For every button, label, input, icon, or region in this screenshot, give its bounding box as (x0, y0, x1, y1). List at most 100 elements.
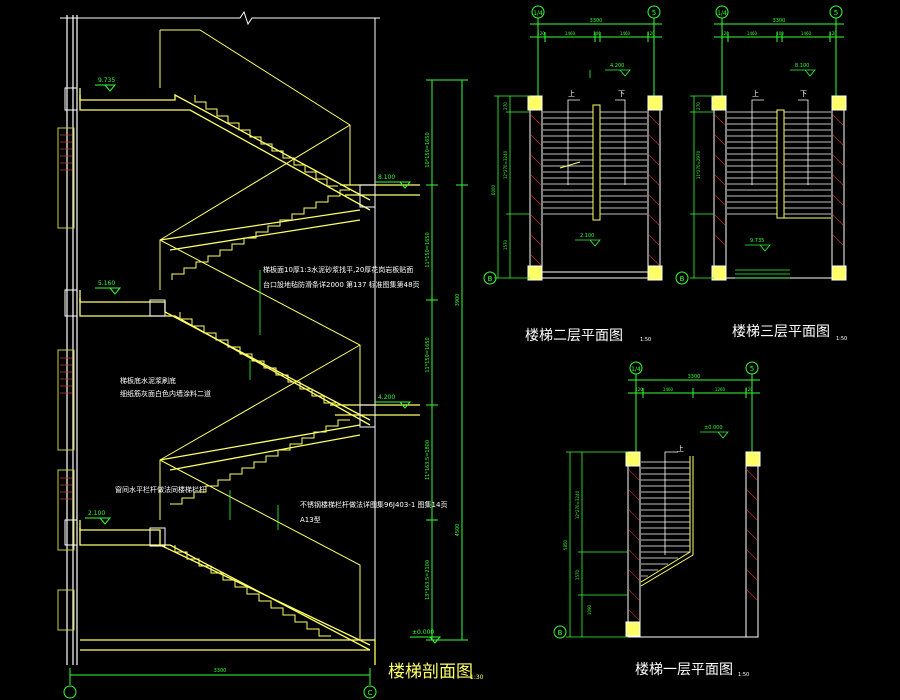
dim-text: 120 (537, 31, 545, 36)
dim-text: 1090 (587, 604, 592, 615)
plan3-title: 楼梯三层平面图 (732, 324, 830, 340)
level-0000: ±0.000 (412, 629, 434, 636)
section-scale: 1:30 (470, 674, 484, 681)
plan3-level-top: 8.100 (795, 63, 809, 69)
plan-level-3: 1/4 5 B 3300 120 1460 100 1460 120 (675, 5, 847, 342)
plan1-handrail (640, 456, 694, 587)
note-window-rail: 窗间水平栏杆做法同楼梯栏杆 (115, 485, 206, 494)
level-2100: 2.100 (88, 510, 105, 517)
plan3-scale: 1:50 (836, 336, 847, 342)
plan3-treads (727, 111, 831, 215)
level-8100: 8.100 (378, 174, 395, 181)
dim-text: 270 (696, 102, 701, 110)
plan2-columns (527, 95, 663, 281)
dim-text: 11*150=1650 (425, 337, 431, 372)
plan1-up-label: 上 (677, 444, 684, 453)
plan3-down-label: 下 (800, 90, 807, 98)
axis-label: B (558, 629, 563, 637)
plan1-wall-hatch (628, 469, 758, 621)
slab-sections (64, 87, 376, 547)
dim-text: 120 (745, 387, 753, 392)
axis-label: 1/4 (631, 366, 641, 373)
plan3-handrail (776, 109, 831, 219)
dim-text: 3300 (688, 374, 701, 380)
plan2-treads (543, 111, 647, 215)
plan2-level-markers (575, 69, 631, 247)
note-leaders (229, 270, 279, 530)
dim-text: 3300 (773, 18, 786, 24)
plan2-down-label: 下 (618, 90, 625, 98)
dim-text: 11*163.5=1800 (425, 440, 431, 480)
dim-text: 12*270=3240 (575, 490, 580, 519)
stair-steps (170, 95, 350, 637)
dim-text: 13*163.5=2100 (425, 560, 431, 600)
axis-label: 1/4 (533, 10, 543, 17)
plan3-level-bottom: 9.735 (750, 238, 764, 244)
axis-label: 5 (834, 9, 838, 17)
plan2-wall-hatch (530, 114, 660, 266)
plan1-level-marker (700, 431, 729, 439)
plan3-walls (713, 95, 845, 279)
dim-text: 3300 (590, 18, 603, 24)
dim-text: 6000 (491, 184, 496, 195)
axis-label: B (680, 275, 685, 283)
dim-text: 120 (829, 31, 837, 36)
plan1-scale: 1:50 (738, 672, 749, 678)
stair-section-view: 10*150=1650 11*150=1650 11*150=1650 11*1… (57, 10, 484, 699)
dim-text: 11*150=1650 (425, 232, 431, 267)
plan1-level: ±0.000 (704, 425, 723, 431)
dim-text: 1460 (620, 31, 631, 36)
section-bottom-dim (63, 668, 377, 699)
level-texts: 9.735 8.100 5.160 4.200 2.100 ±0.000 (88, 77, 434, 636)
dim-text: 10*150=1650 (425, 132, 431, 167)
left-wall (66, 15, 78, 665)
section-right-dimensions (426, 79, 468, 641)
plan3-left-dims (690, 95, 714, 279)
section-notes: 梯板面10厚1:3水泥砂浆找平,20厚花岗岩板贴面 台口設地毡防滑条详2000 … (115, 265, 447, 524)
plan2-arrows (567, 99, 626, 185)
plan2-left-dims (494, 95, 530, 279)
plan1-treads (641, 461, 690, 577)
plan2-level-top: 4.200 (610, 63, 624, 69)
dim-text: 1570 (575, 569, 580, 580)
level-9735: 9.735 (98, 77, 115, 84)
plan2-title: 楼梯二层平面图 (525, 328, 623, 344)
plan2-up-label: 上 (568, 89, 575, 98)
dim-text: 1570 (503, 239, 508, 250)
break-line-top (60, 10, 380, 26)
dim-text: 12*270=3240 (503, 150, 508, 179)
plan3-axis-bubbles (675, 5, 844, 285)
note-antislip: 台口設地毡防滑条详2000 第137 标准图集第48页 (263, 280, 420, 289)
plan1-title: 楼梯一层平面图 (635, 662, 733, 678)
dim-text: 1460 (747, 31, 758, 36)
level-4200: 4.200 (378, 394, 395, 401)
plan3-window (735, 269, 790, 279)
dim-text: 1460 (801, 31, 812, 36)
dim-text: 100 (593, 31, 601, 36)
dim-text: 1260 (715, 387, 726, 392)
plan2-walls (529, 95, 661, 279)
axis-label: 1/4 (717, 10, 727, 17)
note-stainless-rail: 不锈钢楼梯栏杆做法详图集96J403-1 图集14页 (300, 500, 447, 509)
plan2-scale: 1:50 (640, 337, 651, 343)
dim-text: 5850 (563, 539, 568, 550)
plan-level-1: 1/4 5 B 3300 120 1460 1260 120 (553, 361, 761, 678)
axis-c-label: C (368, 689, 373, 697)
dim-text: 11*270=2970 (696, 150, 701, 179)
dim-text: 1460 (565, 31, 576, 36)
section-title: 楼梯剖面图 (388, 662, 473, 682)
plan1-left-dims (566, 451, 628, 638)
plan3-wall-hatch (714, 114, 844, 246)
plan1-arrow (664, 451, 678, 555)
left-window-panels (57, 127, 75, 631)
dim-text: 100 (776, 31, 784, 36)
axis-label: 5 (652, 9, 656, 17)
handrails (159, 29, 361, 640)
dim-text: 120 (647, 31, 655, 36)
dim-text: 4500 (455, 524, 461, 537)
level-5160: 5.160 (98, 280, 115, 287)
bottom-dim-text: 3300 (214, 668, 227, 674)
plan-level-2: 1/4 5 B 3300 120 1460 100 1460 120 (483, 5, 663, 344)
note-finish: 梯板面10厚1:3水泥砂浆找平,20厚花岗岩板贴面 (263, 265, 413, 274)
